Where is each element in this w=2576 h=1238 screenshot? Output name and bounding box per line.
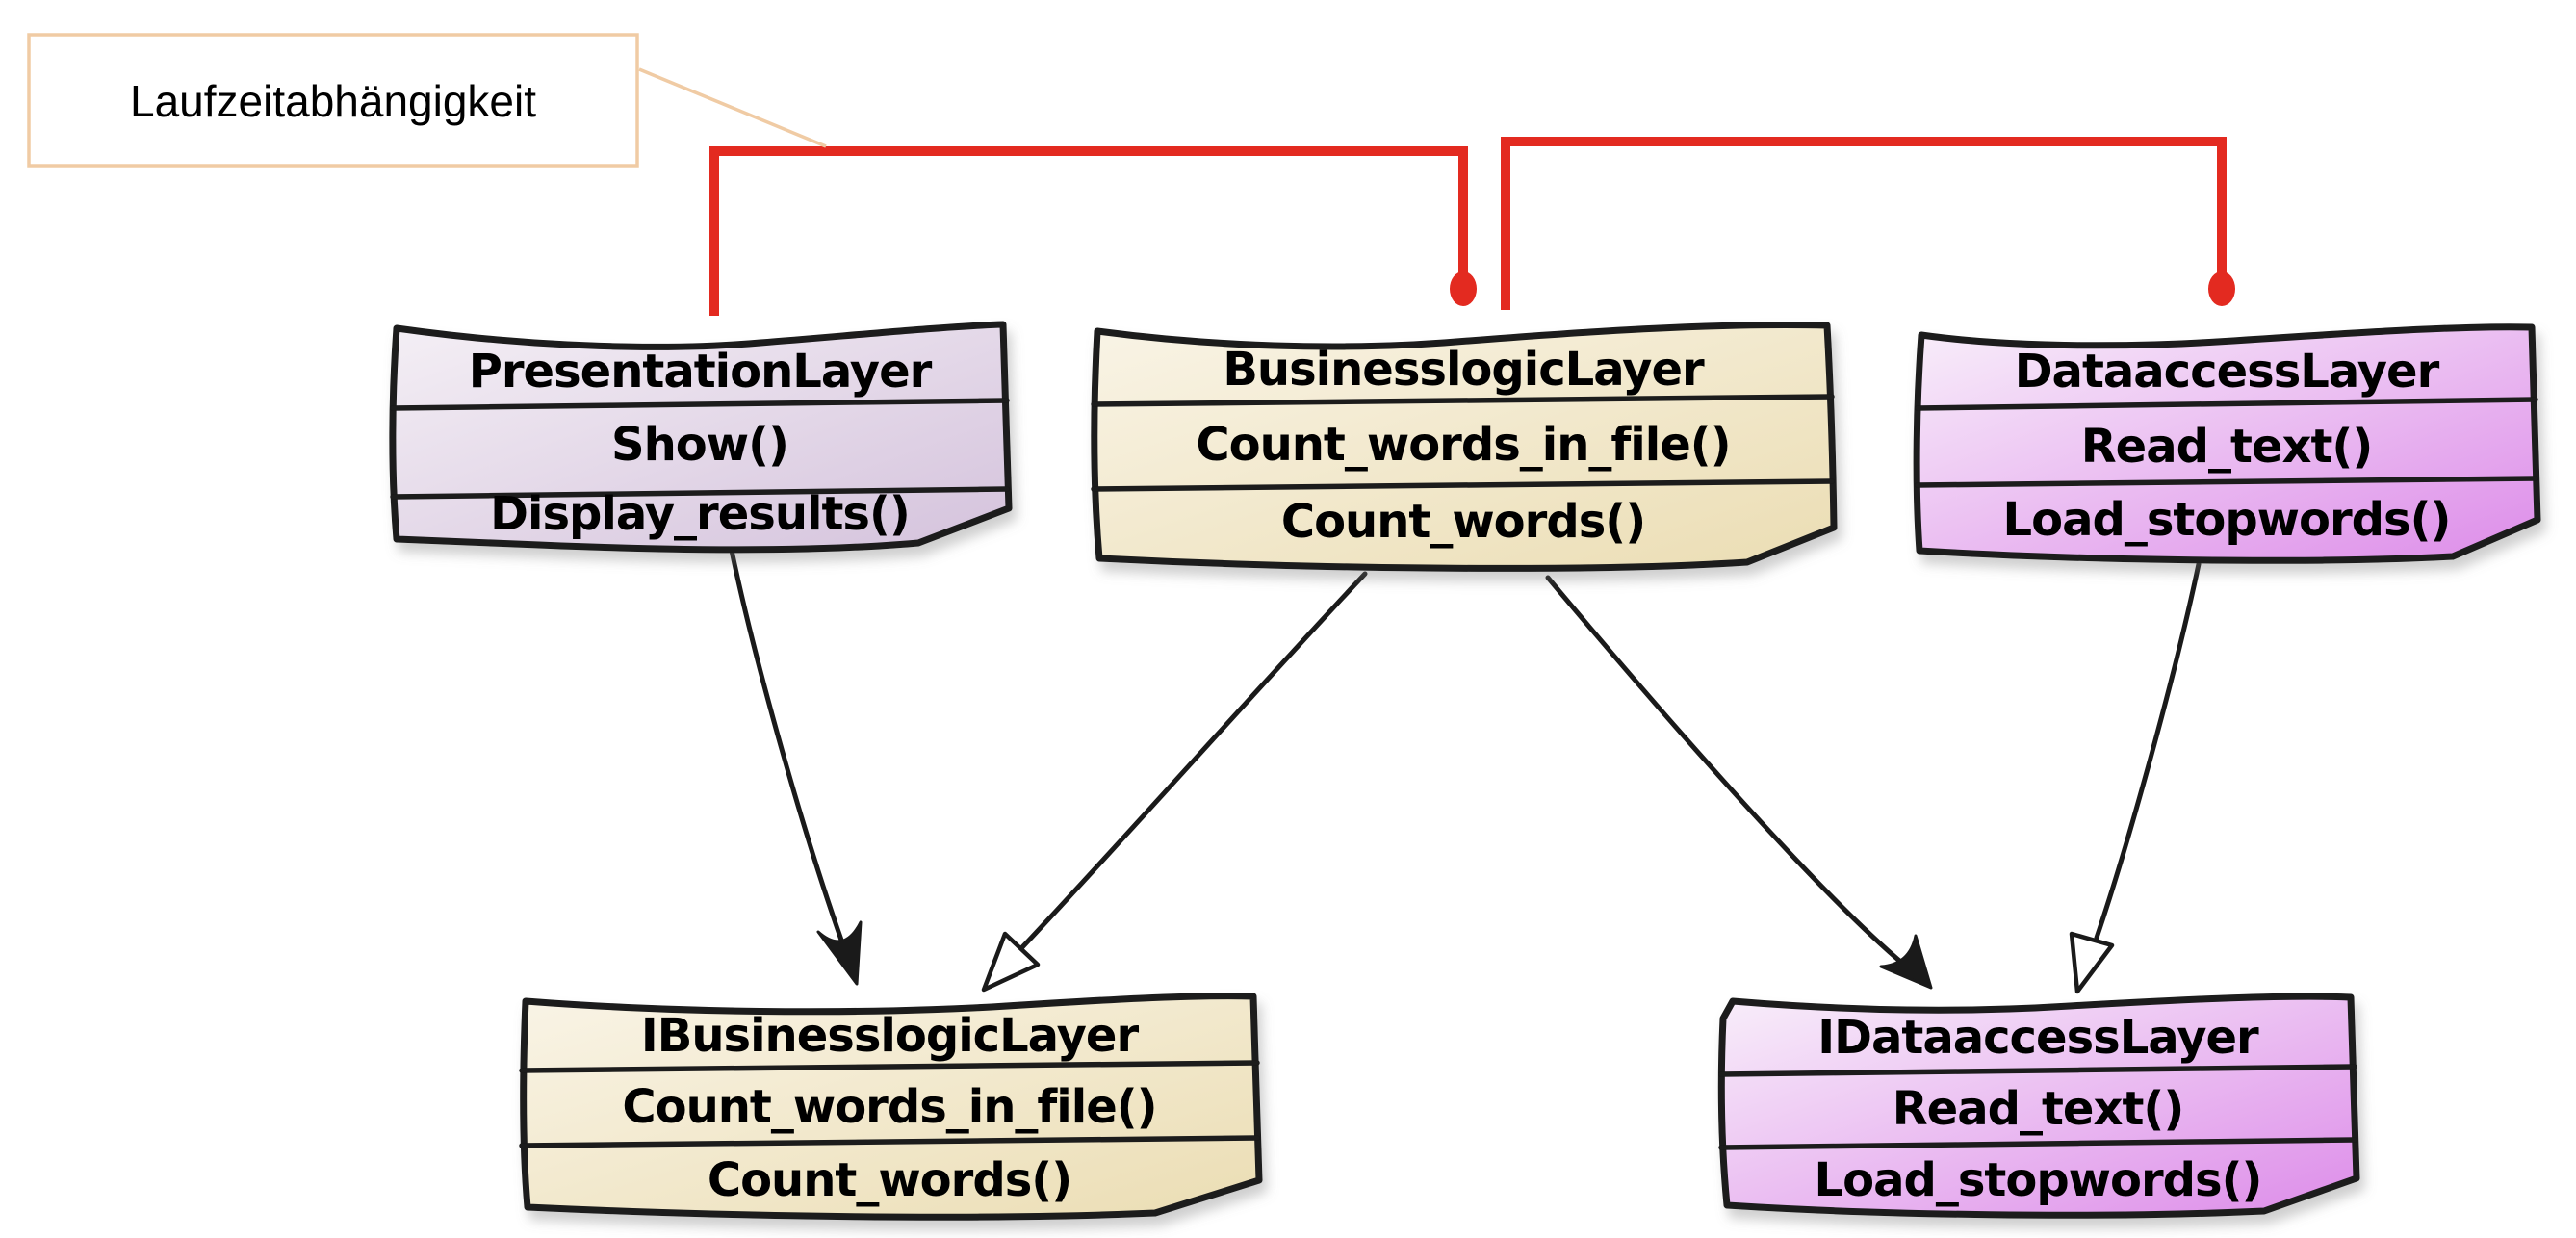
class-method: Count_words(): [708, 1153, 1071, 1207]
class-box-outline: [1717, 993, 2360, 1219]
compartment-divider: [390, 486, 1010, 500]
class-title: PresentationLayer: [469, 345, 933, 399]
hollow-arrowhead-icon: [2069, 931, 2115, 994]
arrow-business-to-idataaccess: [1545, 575, 1933, 990]
class-method: Read_text(): [1893, 1082, 2184, 1136]
compartment-divider: [1091, 394, 1835, 407]
class-box-businesslogiclayer: BusinesslogicLayer Count_words_in_file()…: [1091, 321, 1838, 572]
arrow-dataaccess-to-idataaccess: [2069, 561, 2202, 994]
class-method: Count_words_in_file(): [622, 1080, 1156, 1134]
class-method: Display_results(): [490, 487, 910, 541]
runtime-endpoint-dot: [1450, 271, 1477, 306]
compartment-divider: [1091, 478, 1835, 492]
callout-label: Laufzeitabhängigkeit: [130, 76, 536, 126]
class-box-presentationlayer: PresentationLayer Show() Display_results…: [389, 321, 1013, 554]
class-method: Count_words_in_file(): [1196, 418, 1730, 472]
hollow-arrowhead-icon: [981, 931, 1041, 993]
compartment-divider: [1718, 1137, 2357, 1150]
class-box-idataaccesslayer: IDataaccessLayer Read_text() Load_stopwo…: [1717, 993, 2360, 1219]
class-method: Read_text(): [2081, 420, 2373, 474]
arrow-business-to-ibusinesslogic: [981, 571, 1368, 993]
runtime-endpoint-dot: [2208, 271, 2235, 306]
runtime-connector-business-to-dataaccess: [1501, 137, 2235, 310]
compartment-divider: [519, 1060, 1260, 1073]
compartment-divider: [1915, 397, 2538, 411]
compartment-divider: [390, 398, 1010, 411]
arrow-line: [727, 538, 854, 969]
arrow-line: [1545, 575, 1907, 967]
class-method: Count_words(): [1281, 495, 1645, 549]
callout: Laufzeitabhängigkeit: [27, 33, 827, 168]
class-box-outline: [520, 993, 1263, 1221]
class-title: DataaccessLayer: [2015, 345, 2440, 399]
runtime-connector-line: [1501, 137, 2227, 310]
class-box-outline: [1913, 323, 2541, 564]
class-title: BusinesslogicLayer: [1223, 343, 1705, 397]
compartment-divider: [1718, 1064, 2357, 1077]
class-box-ibusinesslogiclayer: IBusinesslogicLayer Count_words_in_file(…: [519, 993, 1263, 1221]
arrow-line: [2094, 561, 2202, 941]
compartment-divider: [1915, 476, 2538, 488]
filled-arrowhead-icon: [1879, 934, 1933, 990]
class-box-dataaccesslayer: DataaccessLayer Read_text() Load_stopwor…: [1913, 323, 2541, 564]
class-title: IDataaccessLayer: [1817, 1011, 2259, 1065]
runtime-connector-line: [709, 146, 1468, 316]
class-box-outline: [1091, 321, 1838, 572]
class-method: Load_stopwords(): [2003, 493, 2451, 547]
runtime-connector-presentation-to-business: [709, 146, 1477, 316]
class-title: IBusinesslogicLayer: [641, 1009, 1140, 1063]
arrow-presentation-to-ibusinesslogic: [727, 538, 863, 986]
class-method: Show(): [611, 418, 788, 472]
arrow-line: [1019, 571, 1368, 950]
callout-leader-line: [638, 67, 827, 148]
class-method: Load_stopwords(): [1815, 1153, 2262, 1207]
filled-arrowhead-icon: [816, 920, 863, 986]
callout-box: [27, 33, 639, 168]
compartment-divider: [519, 1135, 1260, 1148]
